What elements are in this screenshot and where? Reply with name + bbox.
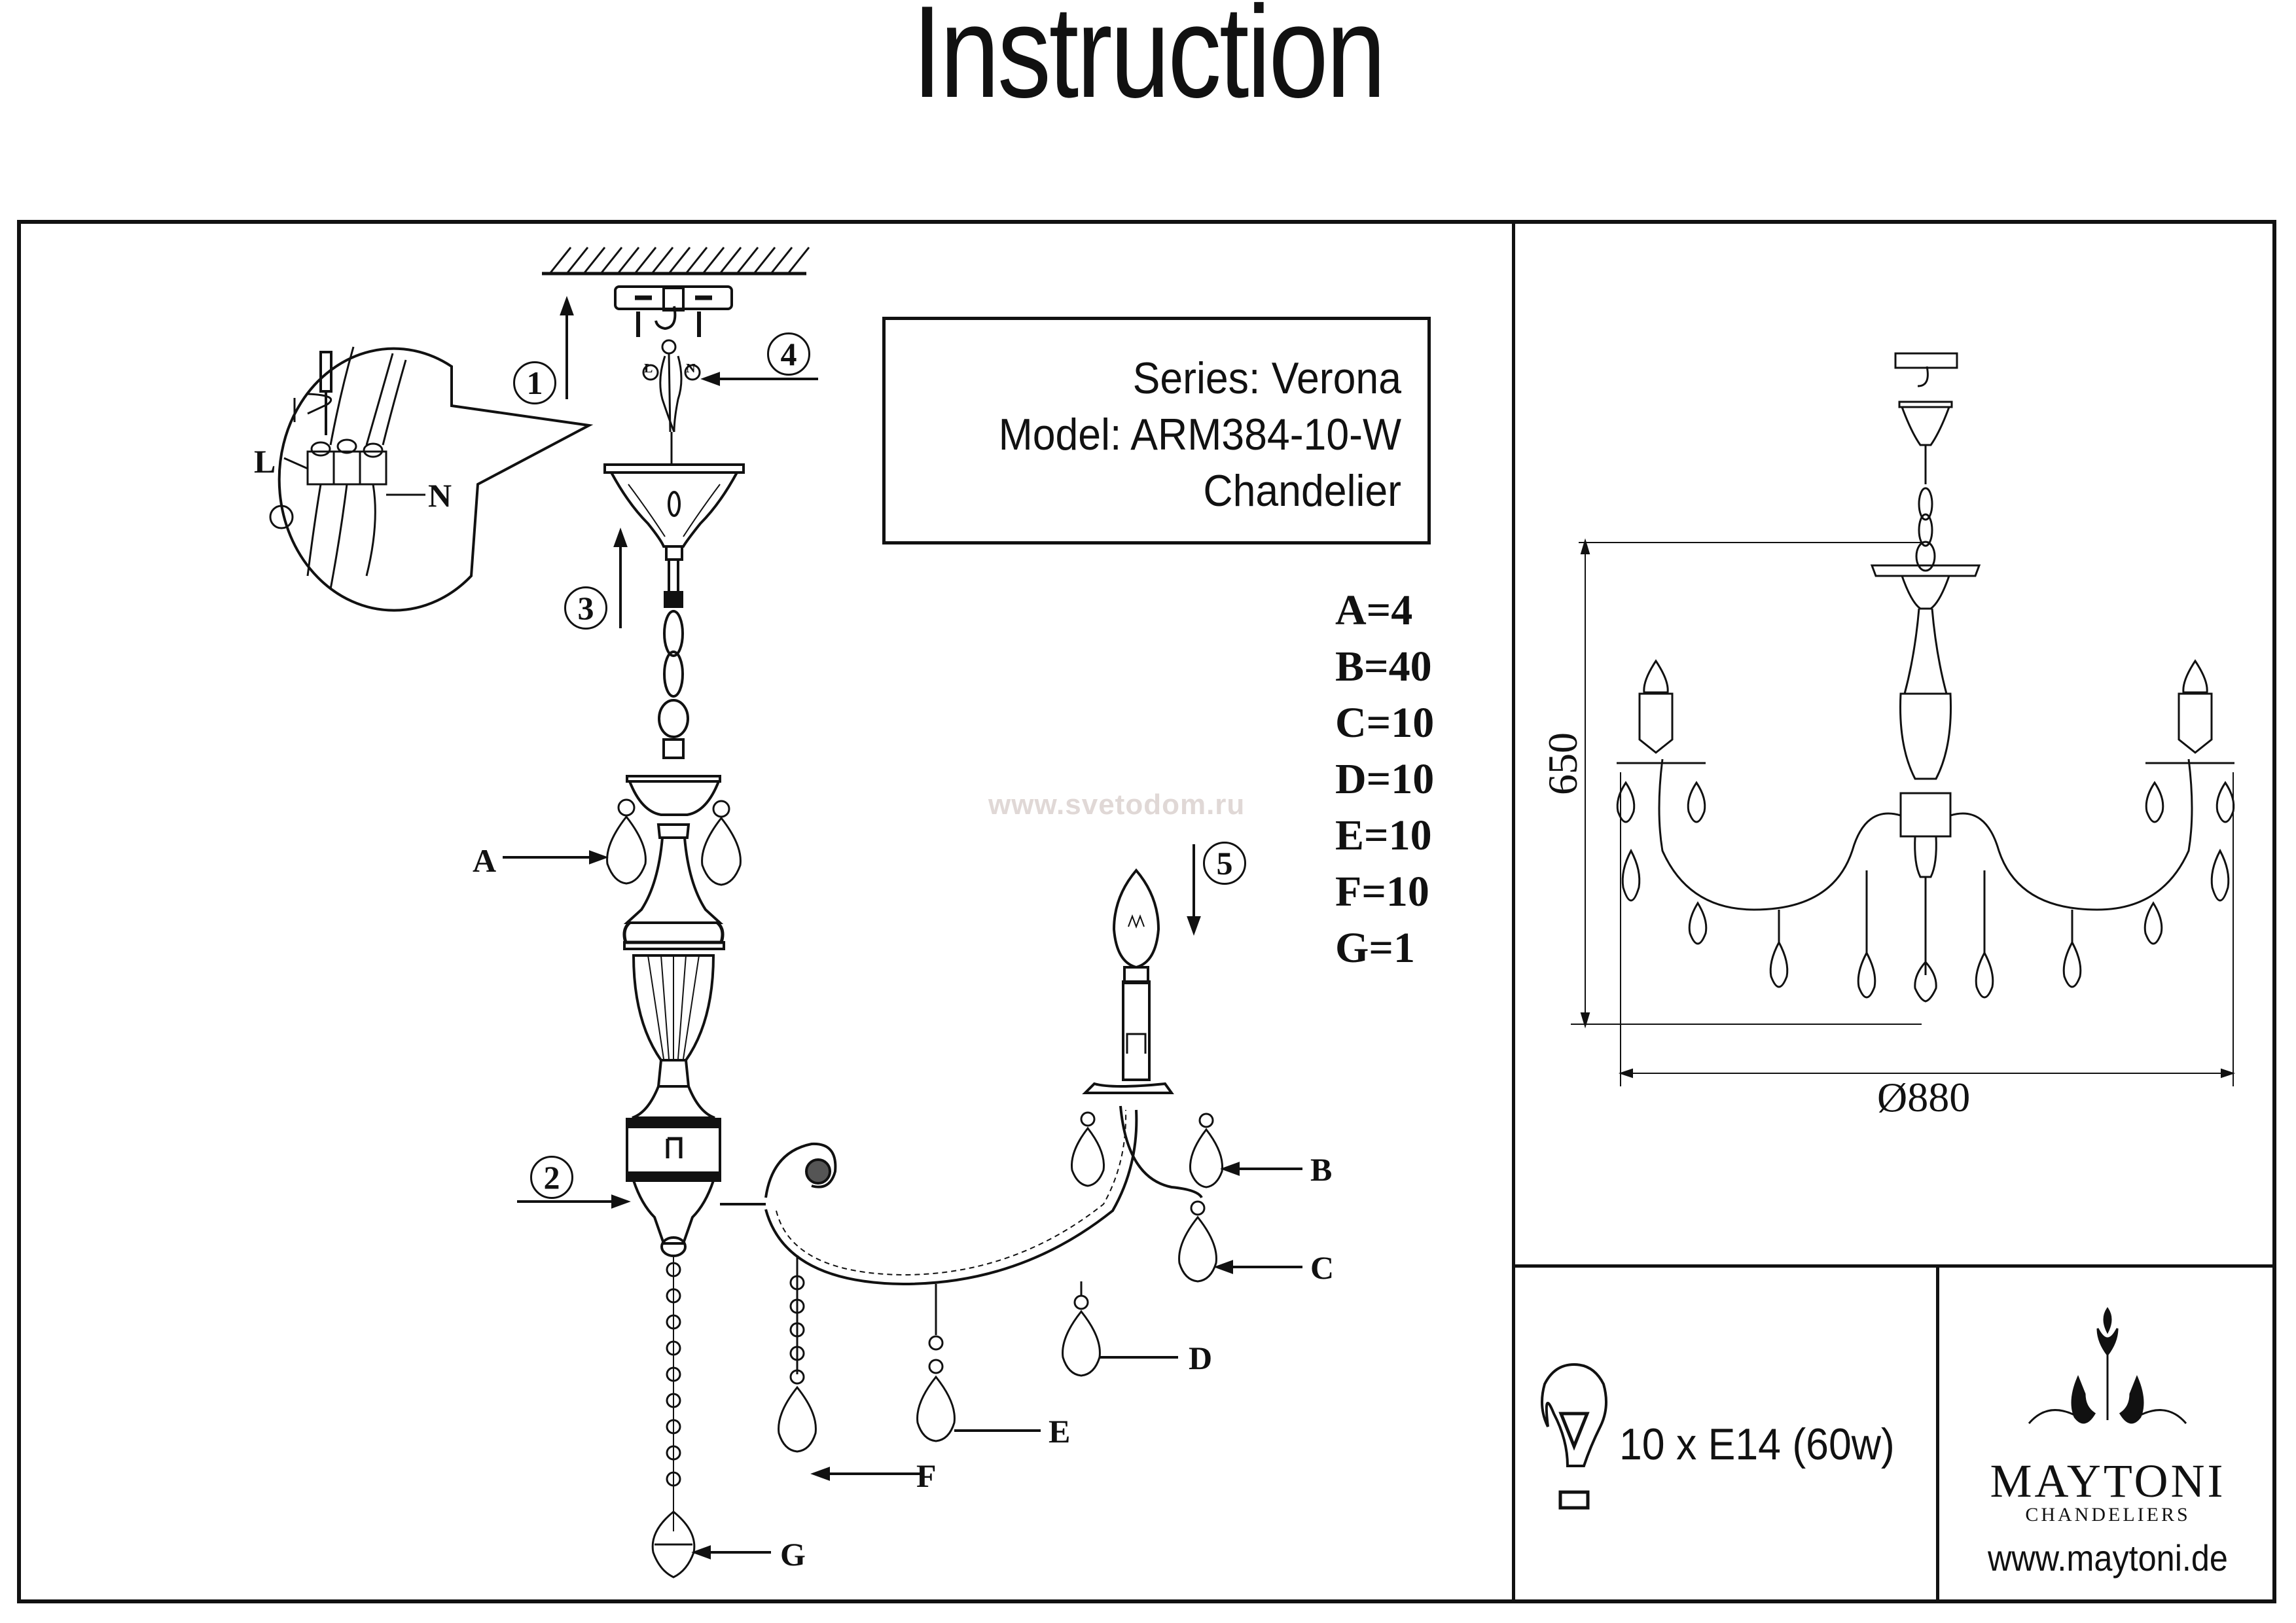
panel-divider xyxy=(1512,220,1515,1603)
callout-d: D xyxy=(1189,1340,1213,1376)
parts-list-item: D=10 xyxy=(1335,755,1435,803)
brand-url[interactable]: www.maytoni.de xyxy=(1988,1537,2228,1578)
watermark: www.svetodom.ru xyxy=(988,789,1246,821)
canopy-icon xyxy=(603,463,745,561)
footer-column-divider xyxy=(1936,1264,1939,1603)
callout-f: F xyxy=(916,1457,937,1494)
crystal-a xyxy=(606,798,742,886)
product-info-box: Series: Verona Model: ARM384-10-W Chande… xyxy=(882,317,1431,544)
dimension-lines xyxy=(1571,538,2236,1086)
callout-b: B xyxy=(1310,1151,1333,1188)
parts-list-item: A=4 xyxy=(1335,586,1413,634)
callout-c: C xyxy=(1310,1249,1335,1286)
chain-icon xyxy=(658,560,689,759)
wiring-neutral-label: N xyxy=(428,477,452,514)
chandelier-body-icon xyxy=(622,775,725,1531)
step-3-badge: 3 xyxy=(564,586,607,630)
parts-list-item: C=10 xyxy=(1335,699,1435,747)
page-title: Instruction xyxy=(912,0,1386,125)
brand-subtitle: CHANDELIERS xyxy=(2025,1504,2191,1525)
callout-e: E xyxy=(1049,1413,1071,1450)
instruction-frame xyxy=(17,220,2276,1603)
light-bulb-icon xyxy=(1541,1363,1607,1510)
crystal-c xyxy=(1178,1200,1217,1283)
parts-list-item: E=10 xyxy=(1335,812,1432,859)
parts-list-item: B=40 xyxy=(1335,643,1432,690)
callout-g: G xyxy=(780,1536,806,1573)
crystal-e xyxy=(916,1284,956,1442)
product-type-label: Chandelier xyxy=(1203,466,1401,516)
mounting-bracket-icon xyxy=(614,285,733,337)
supply-wires-icon xyxy=(659,339,683,465)
parts-list-item: F=10 xyxy=(1335,868,1429,916)
chandelier-logo-icon xyxy=(2028,1307,2187,1424)
step-2-badge: 2 xyxy=(530,1156,573,1199)
crystal-strand-g xyxy=(651,1262,696,1578)
crystal-f xyxy=(778,1255,817,1453)
diameter-dimension: Ø880 xyxy=(1877,1074,1971,1120)
footer-divider xyxy=(1512,1264,2276,1268)
wire-neutral-small-label: N xyxy=(686,361,696,376)
step-1-badge: 1 xyxy=(513,361,556,404)
parts-list-item: G=1 xyxy=(1335,924,1415,972)
callout-a: A xyxy=(473,842,497,879)
ceiling-icon xyxy=(542,247,810,276)
model-label: Model: ARM384-10-W xyxy=(998,410,1401,459)
step-4-badge: 4 xyxy=(767,332,810,376)
bulb-spec: 10 x E14 (60w) xyxy=(1619,1419,1895,1469)
height-dimension: 650 xyxy=(1539,732,1586,795)
parts-list: A=4 B=40 C=10 D=10 E=10 F=10 G=1 xyxy=(1335,582,1434,976)
brand-name: MAYTONI xyxy=(1990,1455,2226,1507)
wiring-live-label: L xyxy=(254,443,276,480)
wire-live-small-label: L xyxy=(644,361,653,376)
series-label: Series: Verona xyxy=(1132,353,1401,403)
step-5-badge: 5 xyxy=(1203,842,1246,885)
crystal-d xyxy=(1062,1281,1101,1377)
chandelier-preview-icon xyxy=(1616,352,2235,1003)
crystal-b xyxy=(1071,1111,1223,1188)
chandelier-arm-icon xyxy=(720,868,1203,1286)
